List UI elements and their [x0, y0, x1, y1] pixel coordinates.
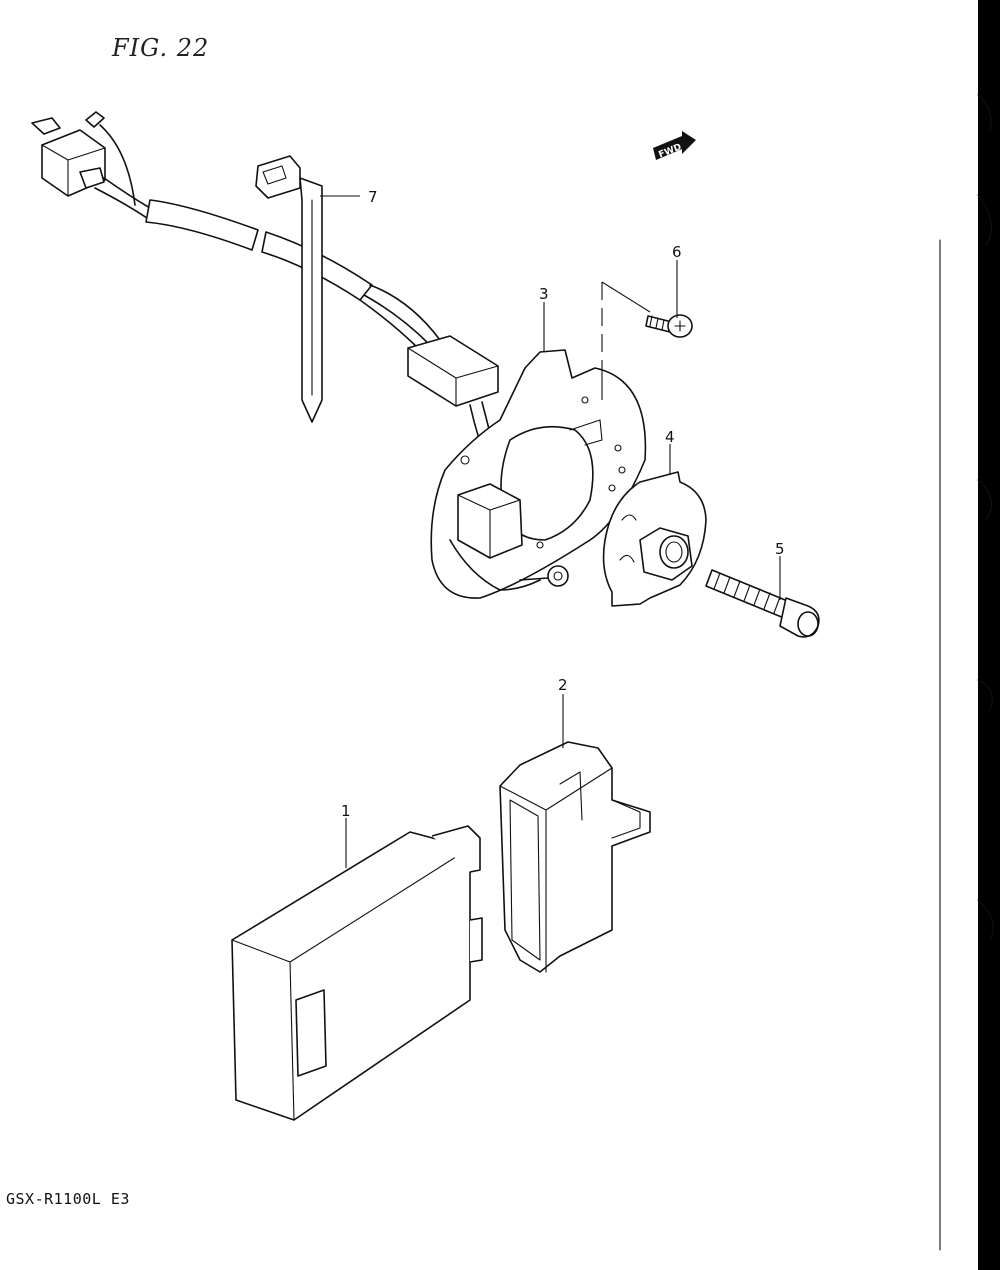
- callout-1: 1: [341, 802, 351, 820]
- model-code: GSX-R1100L E3: [6, 1190, 130, 1208]
- page-edge-marks: [939, 0, 1000, 1270]
- cable-tie: [255, 155, 323, 423]
- forward-direction-icon: FWD: [653, 131, 696, 160]
- callout-3: 3: [539, 285, 549, 303]
- callout-labels: 1 2 3 4 5 6 7: [341, 188, 785, 820]
- figure-title: FIG. 22: [112, 34, 210, 62]
- callout-4: 4: [665, 428, 675, 446]
- screw: [601, 281, 693, 400]
- rotor: [602, 471, 707, 607]
- callout-5: 5: [775, 540, 785, 558]
- signal-generator-plate: [430, 349, 647, 599]
- leader-lines: [320, 195, 781, 868]
- callout-7: 7: [368, 188, 378, 206]
- igniter: [231, 825, 483, 1121]
- cover: [499, 741, 651, 973]
- bolt: [705, 569, 820, 638]
- callout-2: 2: [558, 676, 568, 694]
- callout-6: 6: [672, 243, 682, 261]
